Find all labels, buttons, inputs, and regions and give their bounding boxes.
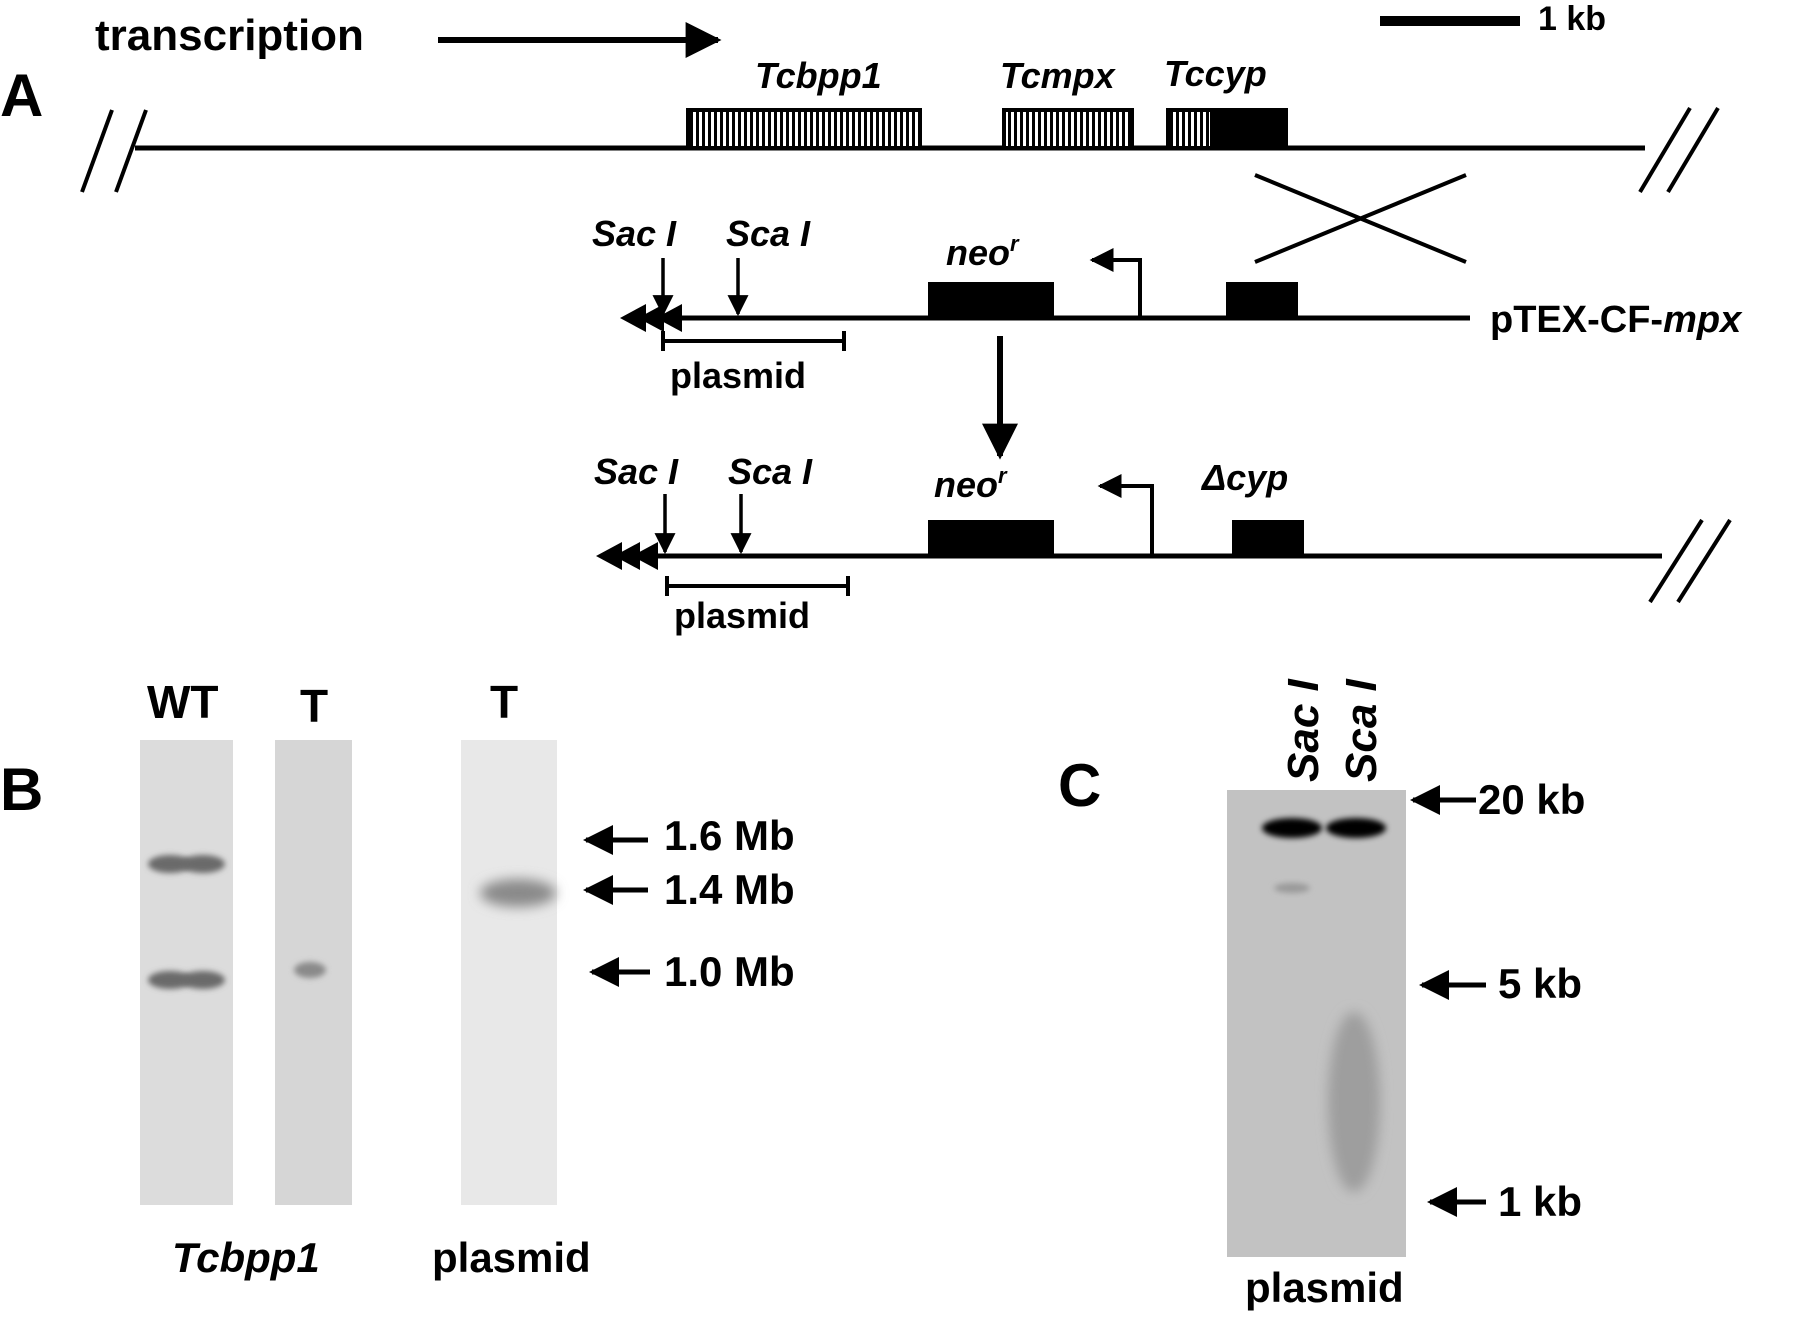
construct-name-label: pTEX-CF-mpx [1490,299,1743,341]
probe-label-plasmid-c: plasmid [1245,1264,1404,1311]
recombination-cross [1254,173,1467,264]
band-sac-faint [1274,883,1310,893]
transcription-label: transcription [95,11,364,60]
panel-b-label: B [0,756,43,823]
marker-label-1-4mb: 1.4 Mb [664,866,795,913]
blot-c [1227,790,1406,1257]
marker-label-1kb: 1 kb [1498,1178,1582,1225]
band-plasmid-1-4mb [480,879,556,907]
gene-box-tcmpx [1002,108,1134,150]
recombinant-break-mark [1648,518,1732,604]
panel-c: C Sac I Sca I 20 kb 5 kb 1 kb plasmid [1058,678,1585,1311]
lane-label-t2: T [490,676,518,728]
lane-label-sac: Sac I [1279,678,1328,782]
recombinant-left-triple-arrow [596,542,658,570]
scale-bar-label: 1 kb [1538,0,1606,38]
construct-plasmid-label: plasmid [670,355,806,396]
construct-plasmid-bracket [661,331,846,351]
band-wt-1-6mb [148,855,225,873]
lane-label-t1: T [300,680,328,732]
band-sca-20kb [1326,818,1386,838]
recombinant-neo-box [928,520,1054,556]
gene-label-tccyp: Tccyp [1164,53,1267,94]
construct-neo-box [928,282,1054,318]
gene-box-tccyp-solid [1210,108,1288,150]
panel-a-label: A [0,62,43,129]
construct-ptex-cf-mpx: Sac I Sca I neor plasmid pTEX-CF-mpx [592,213,1743,396]
construct-promoter-arrow [1089,248,1142,318]
band-t-1-0mb [294,962,326,978]
construct-sac-label: Sac I [592,213,677,254]
panel-a: A transcription 1 kb Tcbpp1 Tcmpx Tccyp [0,0,1743,636]
gene-box-tcbpp1 [686,108,922,150]
recombinant-delta-cyp-box [1232,520,1304,556]
gene-label-tcmpx: Tcmpx [1000,55,1117,96]
probe-label-plasmid: plasmid [432,1234,591,1281]
construct-sca-label: Sca I [726,213,811,254]
scale-bar [1380,16,1520,26]
break-mark-right [1638,106,1720,194]
lane-label-sca: Sca I [1337,678,1386,782]
construct-target-box [1226,282,1298,318]
panel-c-label: C [1058,752,1101,819]
probe-label-tcbpp1: Tcbpp1 [172,1234,320,1281]
lane-label-wt: WT [147,676,219,728]
panel-b: B WT T T 1.6 Mb 1.4 Mb 1.0 Mb Tcbpp1 pla… [0,676,795,1281]
band-sac-20kb [1262,818,1322,838]
marker-label-1-0mb: 1.0 Mb [664,948,795,995]
construct-left-triple-arrow [620,304,682,332]
recombinant-neo-label: neor [934,463,1008,505]
recombinant-sca-label: Sca I [728,451,813,492]
blot-strip-plasmid [461,740,557,1205]
marker-label-20kb: 20 kb [1478,776,1585,823]
band-wt-1-0mb [148,971,225,989]
marker-label-5kb: 5 kb [1498,960,1582,1007]
recombinant-sac-label: Sac I [594,451,679,492]
recombinant-plasmid-bracket [665,576,850,596]
recombinant-locus: Sac I Sca I neor Δcyp plasmid [594,451,1732,636]
recombinant-delta-cyp-label: Δcyp [1200,457,1288,498]
recombinant-promoter-arrow [1097,474,1154,556]
smear-sca [1328,1012,1380,1192]
recombinant-plasmid-label: plasmid [674,595,810,636]
gene-box-tccyp-striped [1166,108,1214,150]
blot-strip-wt [140,740,233,1205]
break-mark-left [80,109,148,193]
construct-neo-label: neor [946,231,1020,273]
marker-label-1-6mb: 1.6 Mb [664,812,795,859]
gene-label-tcbpp1: Tcbpp1 [755,55,882,96]
